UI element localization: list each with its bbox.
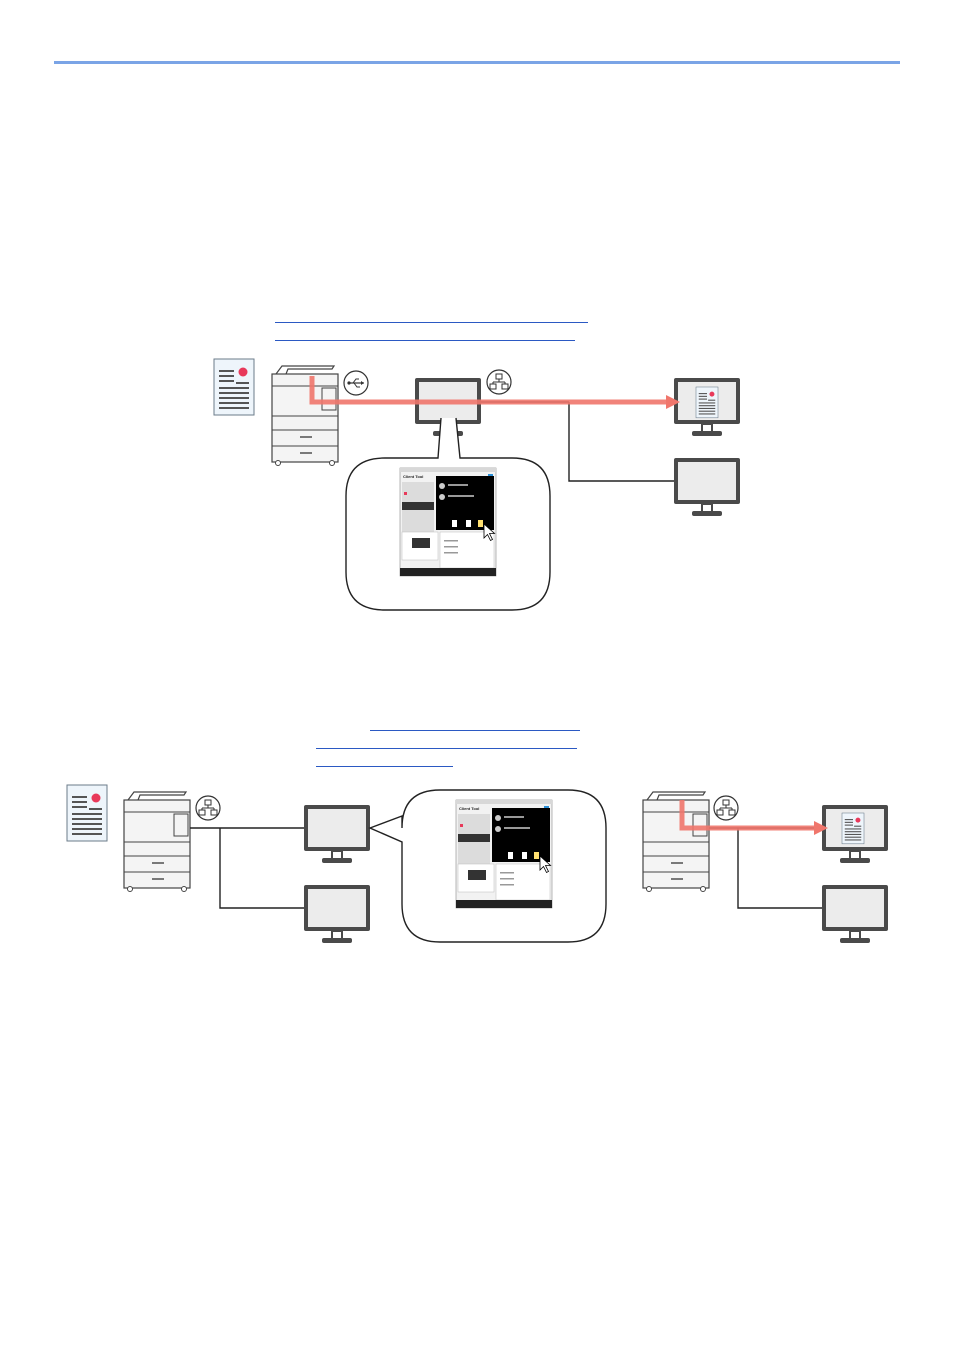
source-document bbox=[213, 358, 255, 416]
screenshot-title: Client Tool bbox=[403, 474, 423, 479]
link-underline[interactable] bbox=[275, 340, 575, 341]
link-underline[interactable] bbox=[316, 748, 577, 749]
received-document-icon bbox=[695, 386, 719, 419]
source-document bbox=[66, 784, 108, 842]
network-icon bbox=[195, 795, 221, 821]
client-pc-monitor bbox=[303, 804, 371, 864]
printer bbox=[271, 365, 339, 467]
data-flow-arrow bbox=[679, 800, 820, 831]
printer bbox=[123, 791, 191, 893]
header-rule bbox=[54, 61, 900, 64]
pc-monitor bbox=[821, 884, 889, 944]
link-underline[interactable] bbox=[370, 730, 580, 731]
printer bbox=[642, 791, 710, 893]
usb-icon bbox=[343, 370, 369, 396]
diagram-usb-client-tool: Client Tool bbox=[213, 358, 741, 611]
received-document-icon bbox=[841, 812, 865, 845]
client-tool-screenshot bbox=[455, 799, 553, 909]
pc-monitor bbox=[673, 457, 741, 517]
client-tool-screenshot bbox=[399, 467, 497, 577]
data-flow-arrow bbox=[309, 376, 672, 405]
link-underline[interactable] bbox=[316, 766, 453, 767]
link-underline[interactable] bbox=[275, 322, 588, 323]
network-icon bbox=[713, 795, 739, 821]
screenshot-title: Client Tool bbox=[459, 806, 479, 811]
pc-monitor bbox=[303, 884, 371, 944]
diagram-network-client-tool: Client Tool bbox=[66, 784, 889, 944]
network-icon bbox=[486, 369, 512, 395]
